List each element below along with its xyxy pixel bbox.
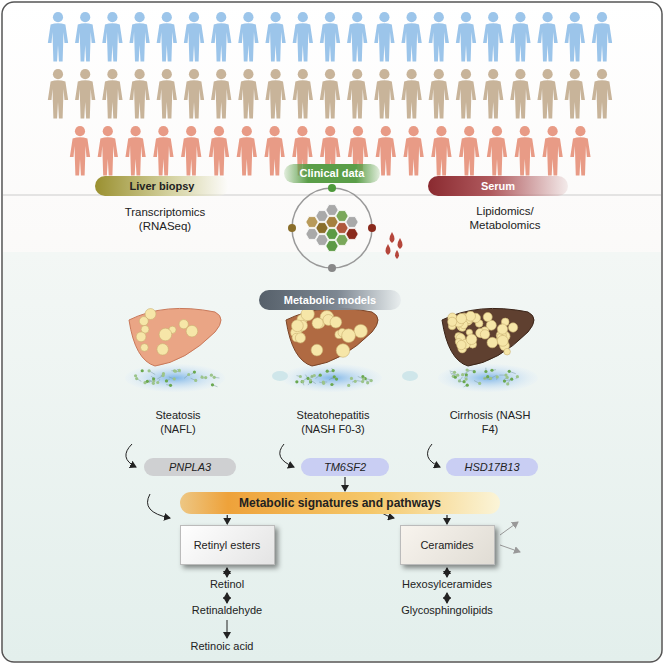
section-pill: Clinical data xyxy=(284,164,380,183)
node-text: Serum xyxy=(481,180,515,192)
stage-label: Cirrhosis (NASH F4) xyxy=(445,409,535,437)
node-text: PNPLA3 xyxy=(169,461,211,473)
node-text: Metabolic models xyxy=(284,294,376,306)
metabolite-label: Hexosylceramides xyxy=(382,578,512,592)
node-text: HSD17B13 xyxy=(464,461,519,473)
connector-arrow xyxy=(227,515,228,524)
stage-label: Steatohepatitis (NASH F0-3) xyxy=(278,409,388,437)
section-pill: Serum xyxy=(428,176,568,196)
data-type-label: Transcriptomics (RNASeq) xyxy=(110,205,220,234)
metabolite-box: Retinyl esters xyxy=(180,525,275,565)
gene-pill: HSD17B13 xyxy=(446,458,538,476)
node-text: Retinyl esters xyxy=(194,539,261,551)
node-text: TM6SF2 xyxy=(324,461,366,473)
node-text: Ceramides xyxy=(420,539,473,551)
node-text: Liver biopsy xyxy=(130,180,195,192)
pathway-bar: Metabolic signatures and pathways xyxy=(180,492,500,514)
metabolite-box: Ceramides xyxy=(400,525,495,565)
metabolite-label: Glycosphingolipids xyxy=(382,604,512,618)
metabolite-label: Retinol xyxy=(167,578,287,592)
node-text: Clinical data xyxy=(300,167,365,179)
connector-arrow xyxy=(344,477,345,491)
data-type-label: Lipidomics/ Metabolomics xyxy=(455,204,555,233)
section-pill: Liver biopsy xyxy=(95,176,229,196)
connector-arrow xyxy=(446,515,447,524)
metabolite-label: Retinoic acid xyxy=(162,640,282,654)
node-text: Metabolic signatures and pathways xyxy=(239,496,441,510)
metabolite-label: Retinaldehyde xyxy=(167,604,287,618)
gene-pill: TM6SF2 xyxy=(301,458,389,476)
section-pill: Metabolic models xyxy=(259,290,401,310)
gene-pill: PNPLA3 xyxy=(144,458,236,476)
stage-label: Steatosis (NAFL) xyxy=(138,409,218,437)
